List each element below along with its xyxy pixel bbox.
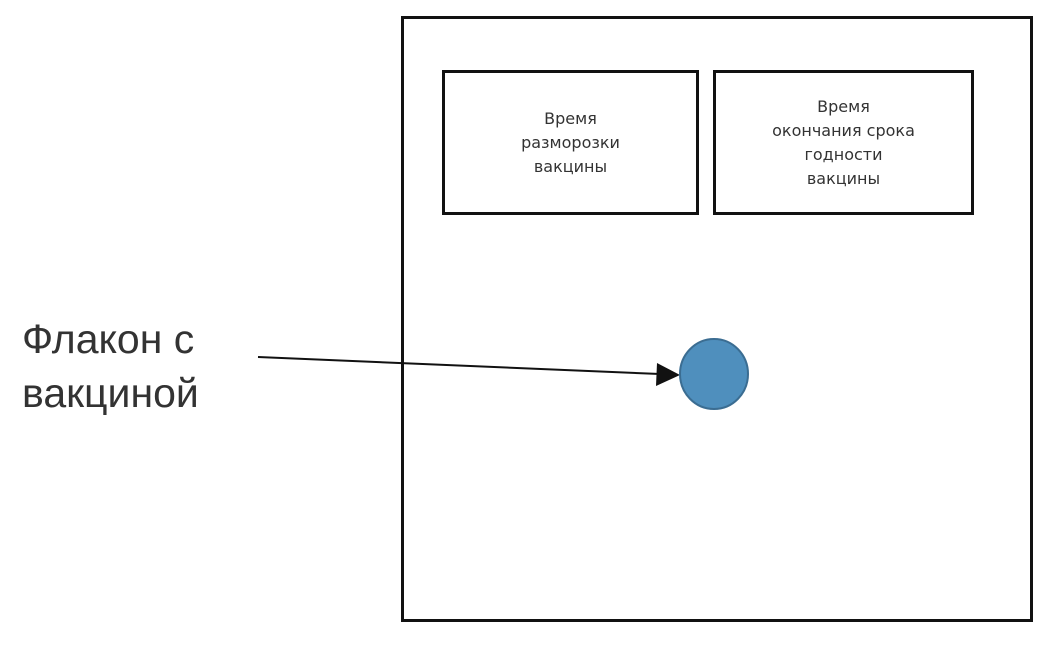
box-line: разморозки: [521, 132, 620, 152]
box-line: Время: [817, 96, 870, 116]
vial-circle: [679, 338, 749, 410]
expiry-time-box: Время окончания срока годности вакцины: [713, 70, 974, 215]
box-line: годности: [804, 144, 883, 164]
label-line: вакциной: [22, 370, 199, 416]
box-line: вакцины: [533, 156, 608, 176]
box-line: вакцины: [806, 168, 881, 188]
pointer-arrow-line: [257, 356, 661, 375]
vial-label: Флакон с вакциной: [22, 312, 199, 420]
arrowhead-icon: [656, 363, 680, 386]
box-line: Время: [544, 108, 597, 128]
thaw-time-box: Время разморозки вакцины: [442, 70, 699, 215]
container-frame: [401, 16, 1033, 622]
label-line: Флакон с: [22, 316, 195, 362]
box-line: окончания срока: [772, 120, 915, 140]
